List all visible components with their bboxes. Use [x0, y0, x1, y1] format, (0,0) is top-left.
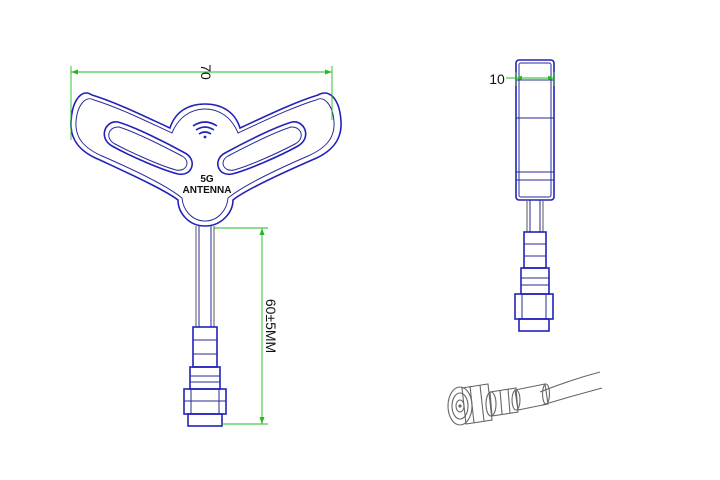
front-connector	[183, 326, 227, 427]
right-slot	[217, 121, 307, 176]
width-dimension: 70	[70, 64, 333, 140]
antenna-body-outline	[70, 92, 342, 227]
thickness-dimension-label: 10	[489, 71, 505, 87]
antenna-body-inner-outline	[75, 98, 335, 222]
width-dimension-label: 70	[198, 64, 214, 80]
product-label-5g: 5G	[200, 174, 214, 185]
cable-length-dimension-label: 60±5MM	[263, 299, 279, 353]
connector-isometric-view	[447, 371, 603, 426]
front-cable	[195, 226, 215, 327]
product-label-antenna: ANTENNA	[183, 185, 232, 196]
wifi-icon	[192, 121, 218, 139]
side-view: 10	[489, 59, 555, 332]
front-view: 5G ANTENNA	[70, 64, 342, 427]
thickness-dimension: 10	[489, 71, 555, 87]
left-slot	[103, 121, 193, 176]
side-body	[515, 59, 555, 201]
side-cable	[526, 200, 544, 232]
cable-length-dimension: 60±5MM	[214, 227, 279, 425]
side-connector	[514, 231, 554, 332]
